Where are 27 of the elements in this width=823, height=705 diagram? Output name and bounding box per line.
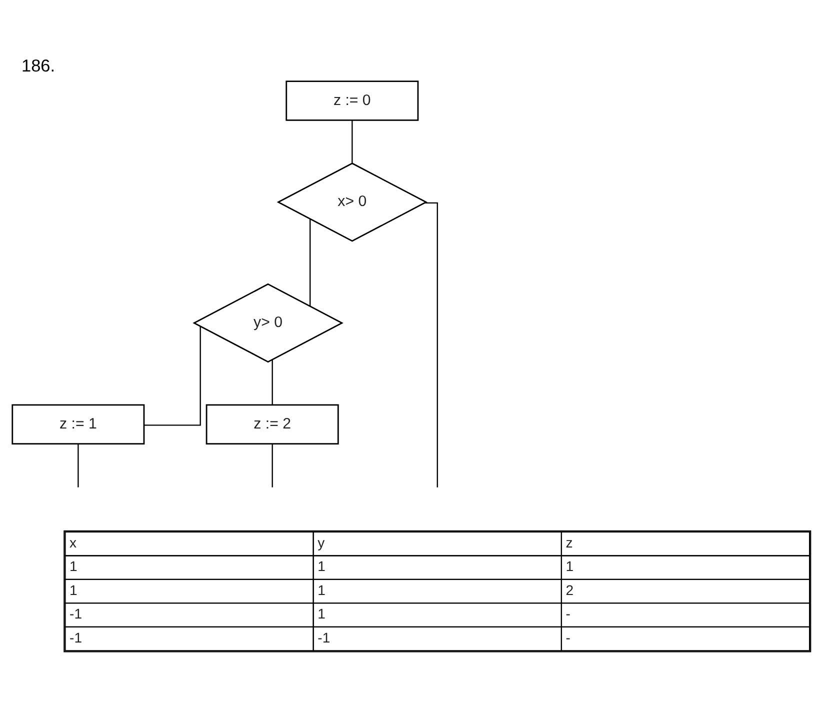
connector [272, 360, 273, 405]
label: -1 [70, 606, 82, 622]
node-box: z := 1 [12, 404, 145, 444]
label: 1 [70, 558, 78, 574]
label: 2 [566, 582, 574, 598]
label: 1 [566, 558, 574, 574]
label: 1 [318, 606, 326, 622]
label: z [566, 534, 573, 550]
label: 1 [70, 582, 78, 598]
connector [310, 218, 311, 306]
connector [144, 326, 201, 426]
label: -1 [318, 629, 330, 646]
label: 1 [318, 582, 326, 598]
node-diamond: y> 0 [192, 283, 344, 363]
node-diamond: x> 0 [276, 162, 428, 242]
label: - [566, 629, 570, 646]
connector [78, 444, 79, 488]
node-box: z := 2 [206, 404, 339, 444]
diagram-title: 186. [21, 55, 56, 76]
node-box: z := 0 [286, 80, 419, 121]
connector [352, 120, 353, 163]
connector [272, 444, 273, 488]
label: 1 [318, 558, 326, 574]
label: x [70, 534, 77, 550]
label: -1 [70, 629, 82, 646]
label: y [318, 534, 325, 550]
label: - [566, 606, 570, 622]
